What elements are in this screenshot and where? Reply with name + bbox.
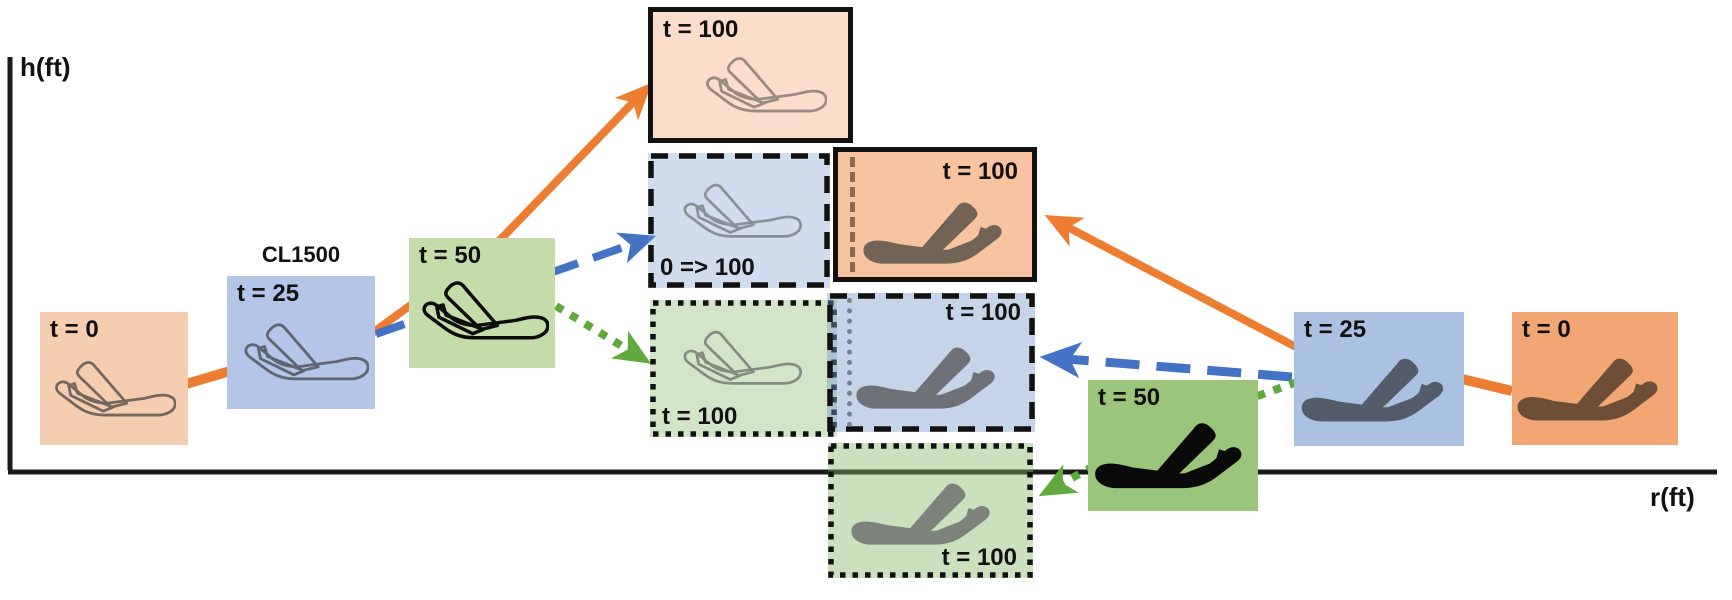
overlap-dashed-line xyxy=(850,157,855,272)
prediction-label: t = 100 xyxy=(663,16,739,43)
prediction-box-right-climb: t = 100 xyxy=(833,147,1037,282)
prediction-box-left-descend: t = 100 xyxy=(650,300,837,437)
airplane-silhouette-icon xyxy=(851,483,990,545)
state-label: t = 25 xyxy=(237,280,300,307)
right-orange-climb-arrow xyxy=(1044,215,1300,352)
airplane-outline-icon xyxy=(422,281,549,340)
state-box-right-t0: t = 0 xyxy=(1512,312,1678,445)
prediction-label: t = 100 xyxy=(941,543,1017,571)
prediction-label: 0 => 100 xyxy=(660,253,755,281)
state-box-left-t0: t = 0 xyxy=(40,312,188,445)
dashed-border xyxy=(648,153,830,288)
prediction-box-left-level: 0 => 100 xyxy=(648,153,830,288)
right-blue-level-arrow xyxy=(1039,341,1293,382)
left-orange-connector-t0-t25 xyxy=(184,366,232,389)
airplane-outline-icon xyxy=(683,330,802,385)
dotted-border xyxy=(828,443,1033,578)
state-label: t = 0 xyxy=(1522,316,1571,343)
dashed-border xyxy=(827,293,1035,432)
right-green-descend-arrow xyxy=(1038,462,1096,497)
state-label: t = 50 xyxy=(419,242,482,269)
state-box-left-t50: t = 50 xyxy=(409,238,555,368)
state-box-right-t50: t = 50 xyxy=(1088,380,1258,511)
state-box-right-t25: t = 25 xyxy=(1294,312,1464,446)
dotted-border xyxy=(650,300,837,437)
state-label: t = 50 xyxy=(1098,384,1161,411)
callsign-label: CL1500 xyxy=(261,242,341,267)
airplane-outline-icon xyxy=(55,361,176,417)
state-label: t = 25 xyxy=(1304,316,1367,343)
airplane-silhouette-icon xyxy=(863,202,1002,264)
prediction-label: t = 100 xyxy=(942,158,1018,185)
left-green-descend-arrow xyxy=(553,302,652,364)
airplane-outline-icon xyxy=(244,323,369,381)
state-label: t = 0 xyxy=(50,316,99,343)
prediction-box-right-descend: t = 100 xyxy=(828,443,1033,578)
airplane-silhouette-icon xyxy=(1517,358,1658,421)
airplane-silhouette-icon xyxy=(856,347,995,409)
airplane-outline-icon xyxy=(706,57,827,113)
x-axis-label: r(ft) xyxy=(1650,482,1695,512)
y-axis-label: h(ft) xyxy=(20,52,71,82)
right-green-connector-t25-t50 xyxy=(1250,378,1299,402)
state-box-left-t25: t = 25 xyxy=(227,276,375,409)
overlap-dotted-line xyxy=(847,298,852,427)
prediction-label: t = 100 xyxy=(945,299,1021,326)
prediction-box-right-level: t = 100 xyxy=(827,293,1035,432)
prediction-label: t = 100 xyxy=(662,402,738,430)
right-orange-connector-t0-t25 xyxy=(1460,374,1514,396)
airplane-silhouette-icon xyxy=(1095,423,1242,489)
prediction-box-left-climb: t = 100 xyxy=(648,7,853,143)
airplane-outline-icon xyxy=(683,183,802,238)
airplane-silhouette-icon xyxy=(1301,358,1444,422)
